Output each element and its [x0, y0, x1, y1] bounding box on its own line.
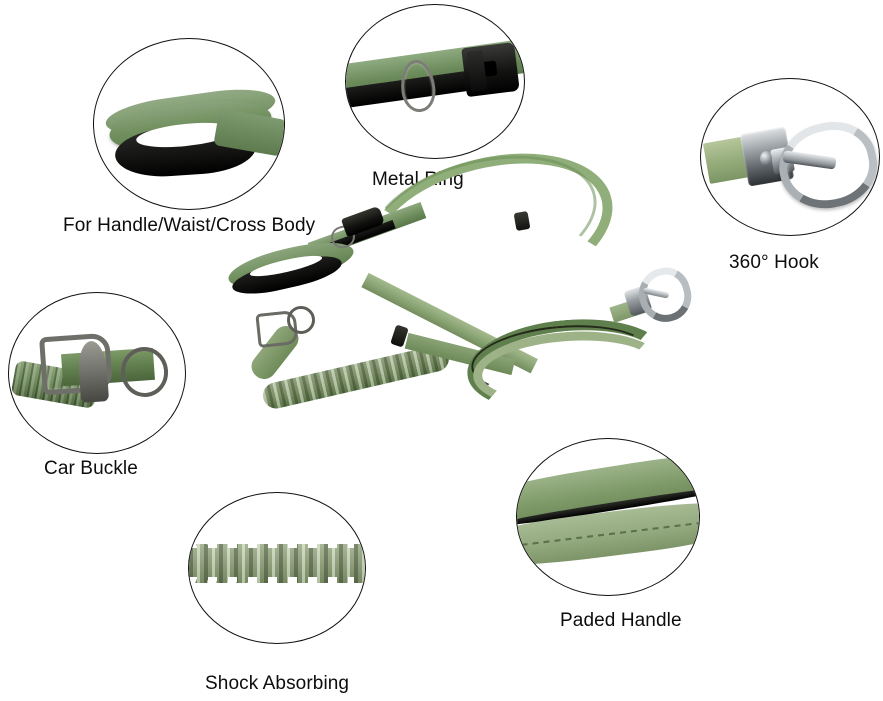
callout-circle-outline [188, 492, 366, 644]
callout-circle-outline [516, 438, 700, 596]
callout-label-paded-handle: Paded Handle [560, 610, 682, 631]
bungee-scallop-top [189, 538, 355, 548]
callout-circle-outline [345, 4, 525, 159]
callout-label-handle-waist-cross-body: For Handle/Waist/Cross Body [63, 215, 316, 236]
bungee-ruffle-texture [189, 544, 365, 583]
callout-circle-outline [93, 38, 285, 210]
hook-rivet [759, 150, 773, 167]
callout-shock-absorbing [188, 492, 366, 644]
callout-label-shock-absorbing: Shock Absorbing [205, 673, 350, 694]
callout-label-hook-360: 360° Hook [729, 252, 819, 273]
callout-metal-ring [345, 4, 525, 159]
product-strap-keeper [513, 210, 531, 232]
callout-paded-handle [516, 438, 700, 596]
callout-handle-waist-cross-body [93, 38, 285, 210]
product-photo [215, 129, 698, 470]
callout-label-metal-ring: Metal Ring [372, 169, 464, 190]
callout-circle-outline [700, 78, 880, 236]
callout-hook-360 [700, 78, 880, 236]
bungee-band [189, 544, 365, 583]
bungee-scallop-bottom [189, 577, 355, 587]
callout-car-buckle [8, 292, 186, 454]
callout-circle-outline [8, 292, 186, 454]
callout-label-car-buckle: Car Buckle [44, 458, 138, 479]
